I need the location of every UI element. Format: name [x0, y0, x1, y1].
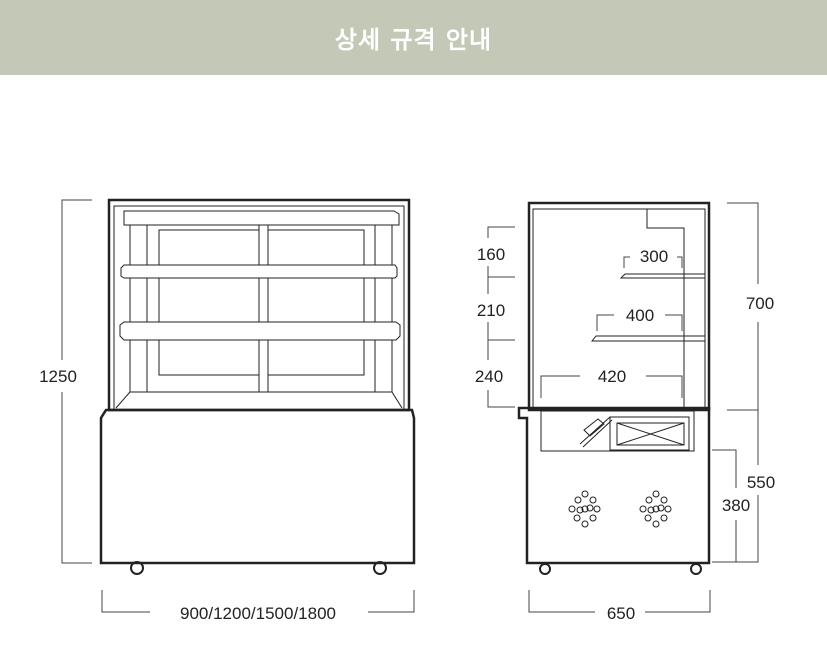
wheel-icon — [539, 563, 551, 575]
vent-icon — [639, 490, 672, 528]
compressor-cross — [616, 422, 685, 446]
wheel-icon — [690, 563, 702, 575]
front-view — [99, 198, 416, 575]
front-width-label: 900/1200/1500/1800 — [180, 604, 336, 623]
front-canopy — [123, 210, 400, 226]
upper-height-label: 700 — [746, 294, 774, 313]
side-shelf — [590, 335, 706, 342]
shelf-gap-label: 160 — [477, 245, 505, 264]
wheel-icon — [373, 561, 387, 575]
depth-420-line — [540, 375, 683, 398]
height-dimension-line — [712, 202, 759, 563]
side-view — [517, 201, 711, 575]
depth-dimension-line — [528, 590, 711, 613]
side-base-cabinet — [517, 406, 711, 565]
compressor-unit — [609, 416, 690, 451]
side-dimensions — [487, 202, 759, 613]
depth-400-line — [596, 314, 683, 331]
shelf-gap-label: 210 — [477, 301, 505, 320]
page-title: 상세 규격 안내 — [334, 26, 493, 54]
side-shelf — [619, 273, 706, 279]
front-height-label: 1250 — [39, 367, 77, 386]
depth-300-line — [623, 256, 683, 268]
front-glass-panel — [158, 229, 260, 376]
side-inner-frame — [532, 208, 706, 411]
shelf-depth-label: 420 — [598, 367, 626, 386]
wheel-icon — [130, 561, 144, 575]
compressor-box — [616, 422, 685, 446]
shelf-gap-dimension-line — [487, 226, 515, 408]
front-shelf — [120, 264, 398, 279]
shelf-depth-label: 300 — [640, 247, 668, 266]
width-dimension-line — [101, 590, 415, 613]
compressor-bay — [540, 410, 695, 452]
header-banner: 상세 규격 안내 — [0, 0, 827, 75]
base-height-dimension-line — [712, 449, 737, 562]
shelf-gap-label: 240 — [475, 367, 503, 386]
base-height-label: 380 — [722, 496, 750, 515]
front-floor — [115, 391, 131, 409]
front-shelf — [119, 321, 401, 341]
control-panel — [579, 416, 613, 448]
height-dimension-line — [61, 199, 92, 564]
shelf-depth-label: 400 — [626, 306, 654, 325]
front-base-cabinet — [99, 408, 416, 565]
side-back-panel — [646, 209, 685, 407]
front-dimensions — [61, 199, 415, 613]
depth-label: 650 — [607, 604, 635, 623]
front-glass-panel — [267, 229, 365, 376]
front-floor — [391, 391, 403, 409]
vent-icon — [568, 490, 601, 528]
lower-height-label: 550 — [747, 473, 775, 492]
